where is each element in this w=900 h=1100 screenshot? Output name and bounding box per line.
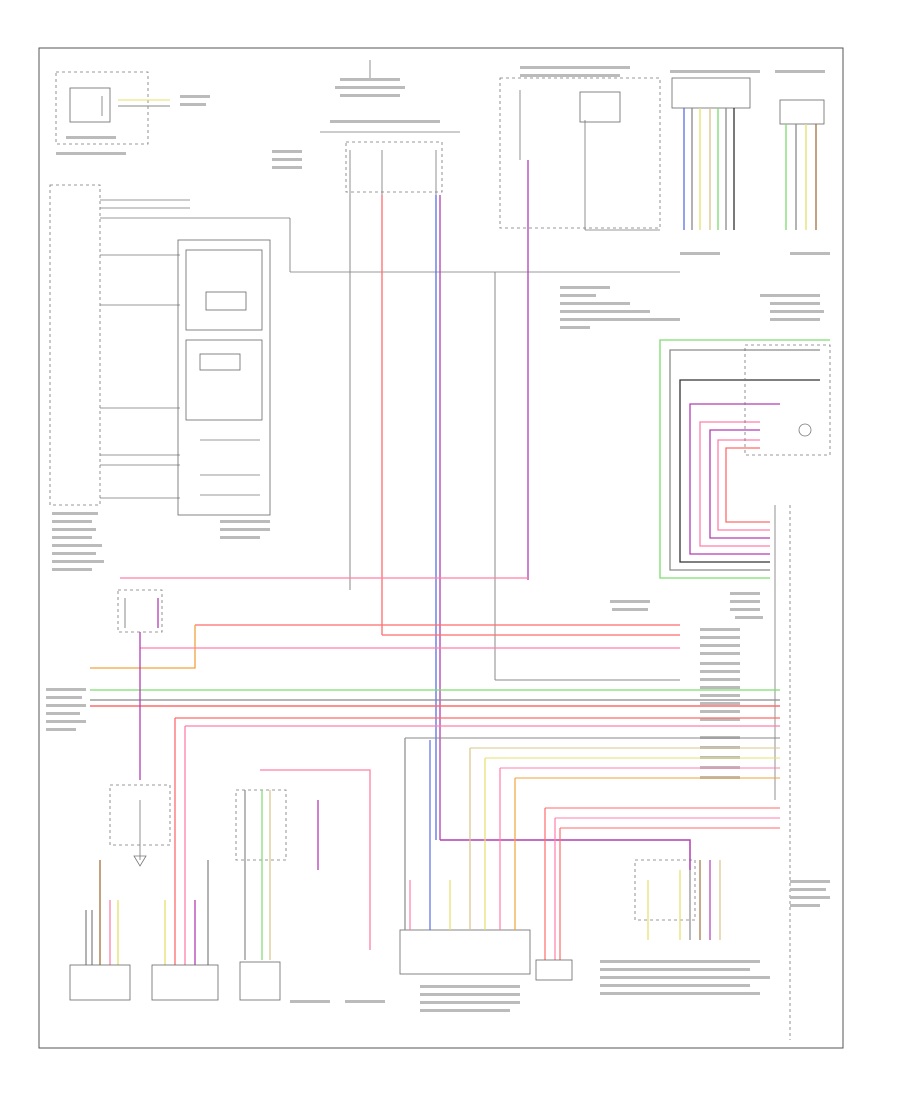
switch-block bbox=[177, 239, 271, 539]
right-connector bbox=[610, 505, 791, 1040]
bottom-left-modules bbox=[69, 718, 219, 1001]
fuse-panel-right bbox=[499, 66, 661, 231]
diagram-frame bbox=[38, 47, 844, 1049]
notes-block bbox=[560, 286, 824, 329]
right-harness bbox=[659, 339, 831, 579]
top-right-wire-bundle bbox=[683, 108, 817, 230]
bottom-right-modules bbox=[535, 808, 830, 995]
main-control-module bbox=[399, 738, 531, 1012]
left-relay bbox=[46, 589, 163, 780]
middle-bus bbox=[90, 577, 780, 870]
instrument-cluster bbox=[55, 71, 210, 155]
top-right-modules bbox=[670, 70, 830, 255]
center-wires bbox=[349, 160, 680, 840]
fuse-panel-top bbox=[272, 60, 460, 200]
bottom-center-modules bbox=[235, 769, 385, 1003]
steering-column-module bbox=[49, 184, 680, 571]
